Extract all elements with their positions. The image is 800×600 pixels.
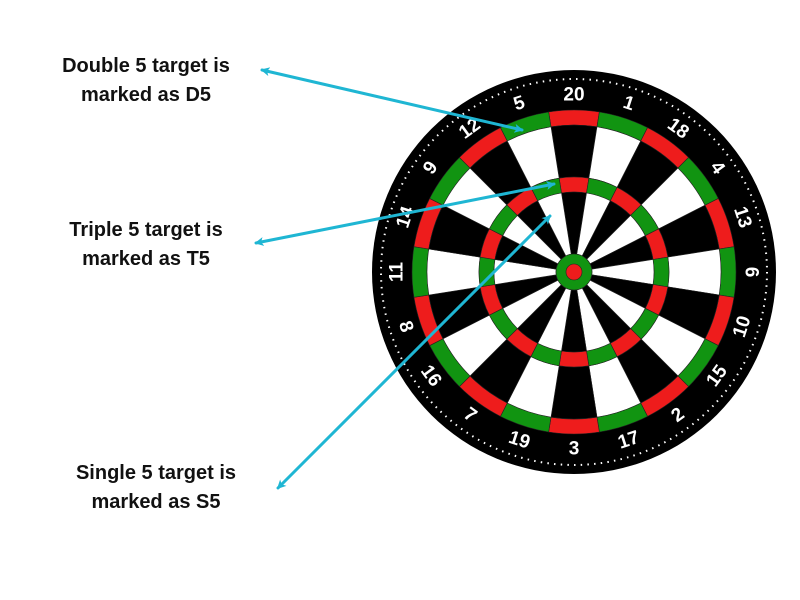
single-5-annotation-line-2: marked as S5 xyxy=(91,491,221,513)
triple-5-annotation-line-1: Triple 5 target is xyxy=(69,219,223,241)
double-5-annotation-line-1: Double 5 target is xyxy=(62,55,230,77)
double-5-annotation-line-2: marked as D5 xyxy=(80,84,212,106)
board-number: 3 xyxy=(569,439,580,460)
segment-11-double xyxy=(411,246,430,298)
single-5-annotation-line-1: Single 5 target is xyxy=(75,462,237,484)
double-5-arrow xyxy=(260,67,524,133)
segment-6-double xyxy=(718,246,737,298)
annotation-arrows xyxy=(254,67,556,490)
triple-5-annotation: Triple 5 target is marked as T5 xyxy=(26,216,266,274)
single-5-annotation: Single 5 target is marked as S5 xyxy=(36,459,276,517)
single-5-arrow xyxy=(276,214,552,490)
segment-3-double xyxy=(548,416,600,435)
triple-5-annotation-line-2: marked as T5 xyxy=(82,248,210,270)
board-number: 6 xyxy=(741,267,762,278)
board-number: 20 xyxy=(563,85,584,106)
board-number: 11 xyxy=(387,262,408,283)
dartboard-dotted-edge xyxy=(380,78,768,466)
bullseye xyxy=(565,263,583,281)
segment-6-triple xyxy=(652,256,670,288)
segment-20-double xyxy=(548,109,600,128)
double-5-annotation: Double 5 target is marked as D5 xyxy=(26,52,266,110)
segment-20-triple xyxy=(558,176,590,194)
segment-3-triple xyxy=(558,350,590,368)
